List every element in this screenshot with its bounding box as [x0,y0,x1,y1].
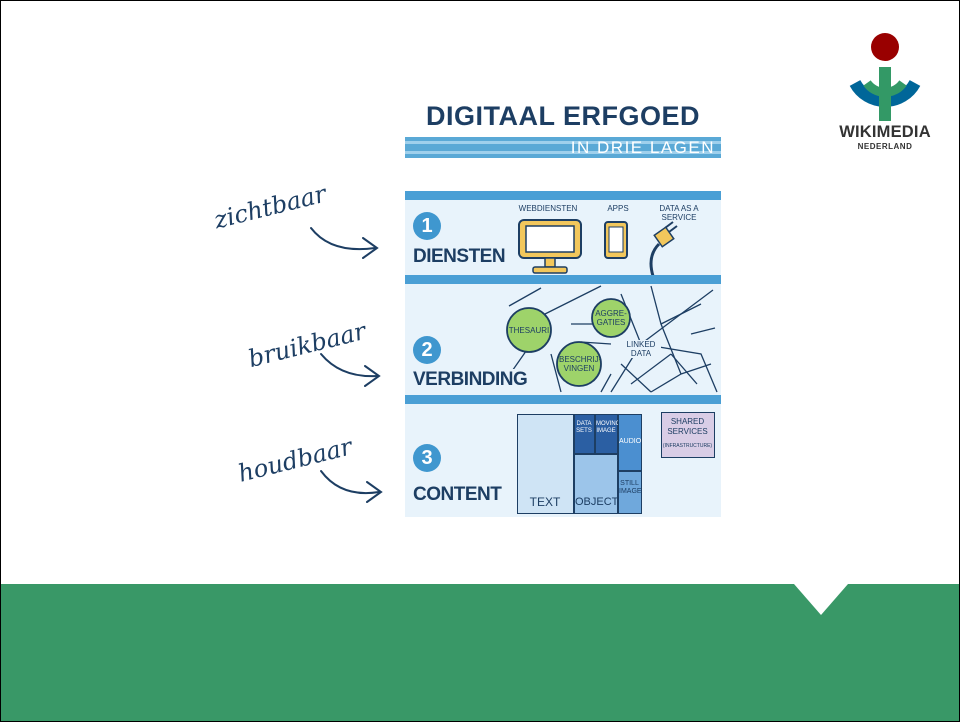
label-beschrijvingen: BESCHRIJ- VINGEN [559,355,602,373]
logo-wordmark: WIKIMEDIA [839,123,931,141]
layer-content: 3 CONTENT TEXT DATA SETS MOVING IMAGE OB… [405,404,721,517]
label-still-image: STILL IMAGE [619,480,642,495]
audio-block: AUDIO [618,414,642,471]
label-aggregaties: AGGRE- GATIES [595,309,627,327]
layer-2-bar [405,275,721,284]
layer-3-name: CONTENT [413,484,502,505]
label-data-as-a-service: DATA AS A SERVICE [659,204,699,222]
label-audio: AUDIO [619,438,642,445]
label-infrastructure: (INFRASTRUCTURE) [662,443,713,449]
diensten-illustrations [518,219,678,277]
infographic-digitaal-erfgoed: DIGITAAL ERFGOED IN DRIE LAGEN 1 DIENSTE… [405,101,721,521]
shared-services-block: SHARED SERVICES (INFRASTRUCTURE) [661,412,715,458]
layer-1-name: DIENSTEN [413,246,506,267]
layer-3-bar [405,395,721,404]
annotation-arrows [310,227,383,503]
still-image-block: STILL IMAGE [618,471,642,514]
arrow-houdbaar-icon [320,470,380,495]
layer-1-bar [405,191,721,200]
layer-2-name: VERBINDING [413,369,528,391]
object-block: OBJECT [574,454,618,514]
infographic-subtitle: IN DRIE LAGEN [570,138,715,157]
layer-verbinding: 2 VERBINDING THESAURI AGGRE- GATIES BESC… [405,284,721,395]
arrow-zichtbaar-icon [310,227,376,251]
moving-image-block: MOVING IMAGE [595,414,621,454]
label-object: OBJECT [575,496,619,508]
infographic-title: DIGITAAL ERFGOED [425,101,700,131]
arrow-bruikbaar-icon [320,353,378,378]
wikimedia-nederland-logo: WIKIMEDIA NEDERLAND [827,31,943,155]
beschrijvingen-node [556,341,602,387]
label-webdiensten: WEBDIENSTEN [518,204,578,213]
aggregaties-node [591,298,631,338]
label-text: TEXT [529,495,561,509]
datasets-block: DATA SETS [574,414,595,454]
layer-3-number: 3 [413,444,441,472]
label-moving-image: MOVING IMAGE [596,421,621,434]
logo-subtitle: NEDERLAND [857,142,913,151]
label-linked-data: LINKED DATA [621,340,661,358]
layer-1-number: 1 [413,212,441,240]
wikimedia-logo-icon [849,33,921,121]
layer-diensten: 1 DIENSTEN WEBDIENSTEN APPS DATA AS A SE… [405,200,721,277]
label-thesauri: THESAURI [508,326,550,335]
linked-data-network-icon [502,285,718,393]
label-apps: APPS [607,204,629,213]
layer-2-number: 2 [413,336,441,364]
label-data-sets: DATA SETS [576,421,592,434]
footer-notch [794,584,848,615]
subtitle-band: IN DRIE LAGEN [405,137,721,158]
label-shared-services: SHARED SERVICES [667,417,708,436]
text-block: TEXT [517,414,574,514]
thesauri-node [506,307,552,353]
